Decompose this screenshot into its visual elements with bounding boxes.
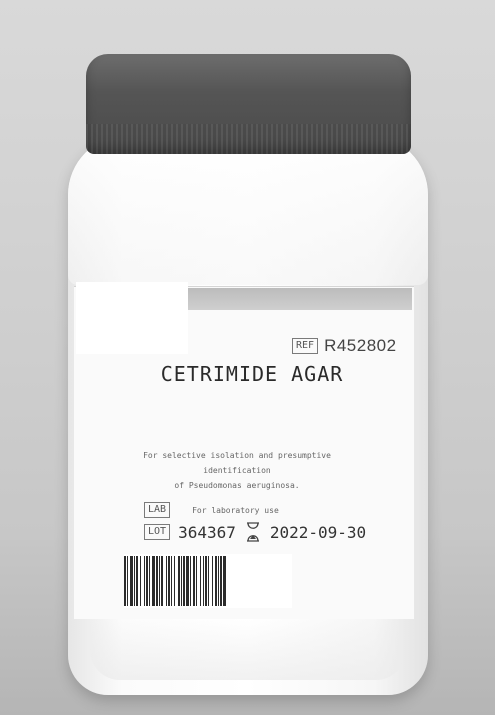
barcode-bar xyxy=(181,556,182,606)
barcode-bar xyxy=(212,556,213,606)
barcode-bar xyxy=(220,556,222,606)
ref-row: REF R452802 xyxy=(292,336,397,356)
barcode-bar xyxy=(205,556,207,606)
barcode-bar xyxy=(136,556,138,606)
barcode-bar xyxy=(149,556,150,606)
barcode xyxy=(124,554,292,608)
barcode-bar xyxy=(218,556,219,606)
barcode-bar xyxy=(146,556,148,606)
bottle-base-highlight xyxy=(90,620,406,680)
barcode-bar xyxy=(124,556,126,606)
barcode-bar xyxy=(193,556,195,606)
barcode-bar xyxy=(203,556,204,606)
lab-symbol: LAB xyxy=(144,502,171,518)
barcode-bar xyxy=(215,556,217,606)
barcode-bar xyxy=(140,556,141,606)
barcode-bar xyxy=(183,556,185,606)
ref-symbol: REF xyxy=(292,338,319,354)
bottle-cap xyxy=(86,54,411,154)
barcode-bar xyxy=(130,556,133,606)
barcode-bar xyxy=(134,556,135,606)
barcode-bar xyxy=(223,556,226,606)
bottle-shoulder xyxy=(68,135,428,285)
description-line-1: For selective isolation and presumptive … xyxy=(143,451,331,475)
barcode-bar xyxy=(196,556,197,606)
barcode-bar xyxy=(168,556,170,606)
lot-row: LOT 364367 2022-09-30 xyxy=(144,522,366,542)
barcode-bar xyxy=(152,556,155,606)
ref-number: R452802 xyxy=(324,336,397,355)
barcode-bar xyxy=(156,556,158,606)
barcode-bar xyxy=(190,556,191,606)
barcode-bar xyxy=(127,556,128,606)
lab-text: For laboratory use xyxy=(192,505,279,515)
barcode-gap xyxy=(226,556,227,606)
barcode-bar xyxy=(161,556,163,606)
barcode-bar xyxy=(178,556,180,606)
barcode-bar xyxy=(166,556,167,606)
label-stripe xyxy=(186,288,412,310)
lot-number: 364367 xyxy=(178,522,236,542)
description-line-2: of Pseudomonas aeruginosa. xyxy=(174,481,300,490)
product-description: For selective isolation and presumptive … xyxy=(112,448,362,493)
barcode-bar xyxy=(186,556,189,606)
barcode-bar xyxy=(174,556,175,606)
product-name: CETRIMIDE AGAR xyxy=(160,362,344,386)
barcode-bar xyxy=(159,556,160,606)
barcode-bar xyxy=(200,556,201,606)
expiry-date: 2022-09-30 xyxy=(269,522,367,542)
lot-symbol: LOT xyxy=(144,524,171,540)
hourglass-icon xyxy=(246,522,259,542)
barcode-bar xyxy=(208,556,209,606)
label-blank-block xyxy=(76,282,188,354)
lab-row: LAB For laboratory use xyxy=(144,502,279,518)
barcode-bar xyxy=(171,556,172,606)
cap-ribs xyxy=(86,124,411,154)
barcode-bar xyxy=(144,556,145,606)
